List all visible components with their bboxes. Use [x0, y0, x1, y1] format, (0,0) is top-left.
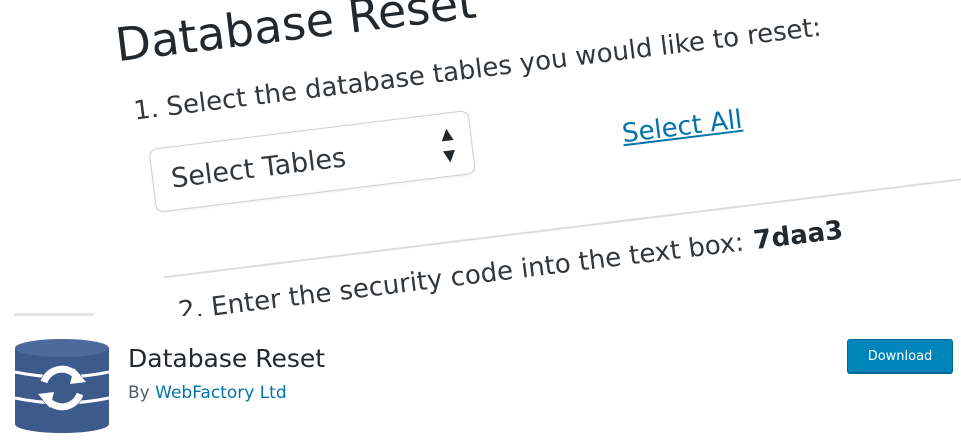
security-code: 7daa3 — [751, 215, 845, 257]
download-button[interactable]: Download — [847, 339, 953, 373]
banner-screenshot: Database Reset 1. Select the database ta… — [100, 0, 961, 316]
banner-corner-strip — [14, 313, 94, 316]
plugin-name: Database Reset — [128, 344, 326, 373]
author-prefix: By — [128, 383, 150, 403]
step2-instruction: 2. Enter the security code into the text… — [177, 215, 845, 316]
select-tables-dropdown[interactable]: Select Tables — [148, 109, 476, 213]
select-all-link[interactable]: Select All — [620, 104, 744, 150]
author-link[interactable]: WebFactory Ltd — [155, 383, 287, 403]
select-tables-label: Select Tables — [169, 141, 348, 195]
plugin-author: By WebFactory Ltd — [128, 383, 287, 403]
select-arrows-icon — [441, 128, 455, 163]
database-reset-icon — [14, 339, 110, 433]
plugin-banner: Database Reset 1. Select the database ta… — [14, 0, 961, 316]
